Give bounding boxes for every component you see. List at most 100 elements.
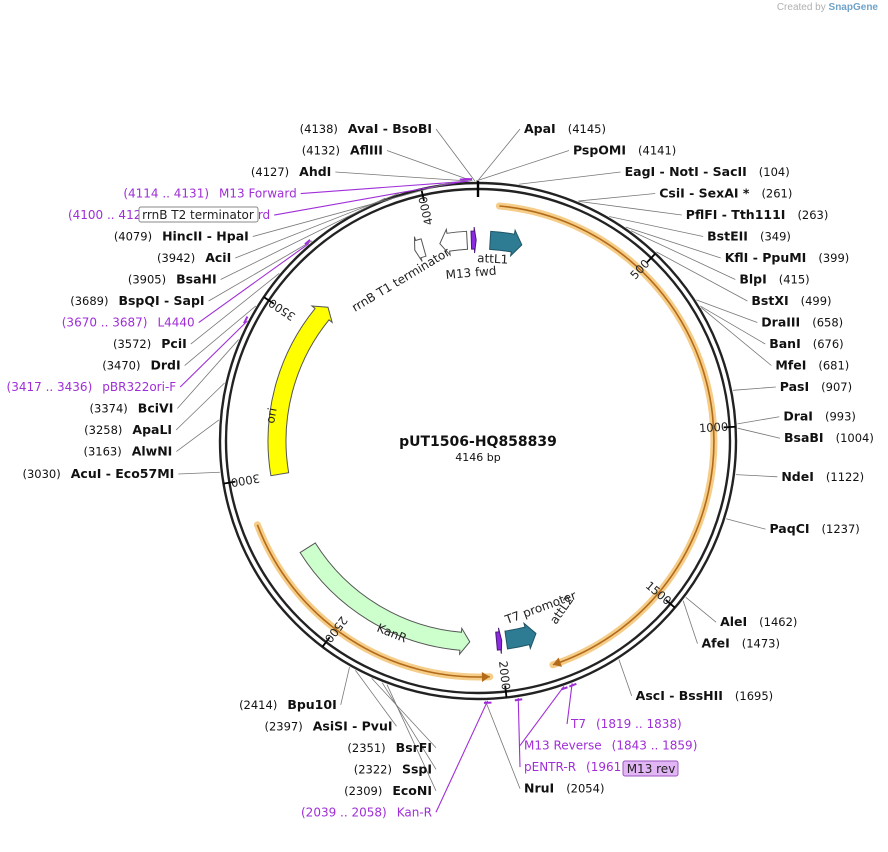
primer-label[interactable]: (3670 .. 3687)L4440 bbox=[62, 316, 195, 330]
enzyme-label[interactable]: DraI(993) bbox=[783, 409, 856, 424]
enzyme-position: (3163) bbox=[83, 445, 121, 459]
enzyme-position: (1122) bbox=[826, 470, 864, 484]
primer-leader bbox=[519, 686, 565, 746]
enzyme-position: (1473) bbox=[742, 637, 780, 651]
primer-label[interactable]: (4114 .. 4131) M13 Forward bbox=[123, 187, 296, 201]
enzyme-leader bbox=[625, 226, 721, 259]
enzyme-leader bbox=[618, 659, 633, 696]
enzyme-label[interactable]: ApaI(4145) bbox=[524, 121, 606, 136]
primer-site bbox=[561, 686, 568, 691]
rrnb-t2-label[interactable]: rrnB T2 terminator bbox=[142, 208, 254, 222]
primer-label[interactable]: (3417 .. 3436)pBR322ori-F bbox=[7, 380, 177, 394]
primer-range: (4114 .. 4131) bbox=[123, 187, 209, 201]
enzyme-text: (4079)HincII - HpaI bbox=[114, 229, 249, 244]
enzyme-text: (4132)AflIII bbox=[302, 143, 383, 158]
enzyme-label[interactable]: AfeI(1473) bbox=[701, 636, 780, 651]
enzyme-text: (2397)AsiSI - PvuI bbox=[264, 718, 392, 733]
enzyme-label[interactable]: (4132)AflIII bbox=[302, 143, 383, 158]
attl1-feature[interactable] bbox=[489, 228, 523, 258]
primer-site bbox=[514, 698, 523, 702]
attl2-feature[interactable] bbox=[504, 621, 537, 651]
primer-label[interactable]: M13 Reverse(1843 .. 1859) bbox=[524, 739, 697, 753]
enzyme-label[interactable]: CsiI - SexAI *(261) bbox=[659, 186, 792, 201]
enzyme-position: (415) bbox=[779, 273, 810, 287]
enzyme-label[interactable]: (3163) AlwNI bbox=[83, 444, 172, 459]
enzyme-name: AvaI - BsoBI bbox=[348, 121, 432, 136]
enzyme-label[interactable]: PflFI - Tth111I(263) bbox=[686, 207, 829, 222]
rrnb-t2-feature[interactable] bbox=[413, 236, 427, 262]
enzyme-label[interactable]: PspOMI(4141) bbox=[573, 143, 676, 158]
enzyme-leader bbox=[518, 171, 621, 185]
enzyme-label[interactable]: BsaBI(1004) bbox=[784, 430, 874, 445]
enzyme-label[interactable]: PasI(907) bbox=[780, 379, 852, 394]
enzyme-label[interactable]: (3374)BciVI bbox=[90, 401, 174, 416]
enzyme-leader bbox=[175, 382, 225, 431]
primer-site bbox=[304, 239, 311, 246]
enzyme-label[interactable]: (3905)BsaHI bbox=[128, 272, 217, 287]
enzyme-label[interactable]: (3572)PciI bbox=[113, 336, 187, 351]
enzyme-text: (3258)ApaLI bbox=[84, 422, 172, 437]
enzyme-label[interactable]: (4079)HincII - HpaI bbox=[114, 229, 249, 244]
ori-feature[interactable] bbox=[267, 305, 334, 477]
enzyme-name: EcoNI bbox=[392, 783, 432, 798]
enzyme-name: MfeI bbox=[775, 358, 806, 373]
primer-name: M13 Forward bbox=[219, 187, 297, 201]
enzyme-label[interactable]: PaqCI(1237) bbox=[769, 521, 859, 536]
enzyme-position: (263) bbox=[797, 208, 828, 222]
enzyme-label[interactable]: (3258)ApaLI bbox=[84, 422, 172, 437]
enzyme-label[interactable]: (3470)DrdI bbox=[102, 358, 180, 373]
enzyme-text: PflFI - Tth111I(263) bbox=[686, 207, 829, 222]
enzyme-label[interactable]: (3689)BspQI - SapI bbox=[70, 293, 204, 308]
enzyme-label[interactable]: DraIII(658) bbox=[761, 315, 843, 330]
enzyme-label[interactable]: (3030)AcuI - Eco57MI bbox=[22, 466, 174, 481]
enzyme-label[interactable]: BstXI(499) bbox=[751, 293, 831, 308]
enzyme-label[interactable]: AleI(1462) bbox=[720, 614, 797, 629]
primer-label[interactable]: (2039 .. 2058)Kan-R bbox=[301, 805, 432, 819]
ori-label[interactable]: ori bbox=[263, 407, 279, 425]
primer-range: (1843 .. 1859) bbox=[612, 739, 698, 753]
enzyme-label[interactable]: BlpI(415) bbox=[739, 272, 809, 287]
enzyme-label[interactable]: KflI - PpuMI(399) bbox=[725, 250, 850, 265]
enzyme-leader bbox=[208, 240, 313, 302]
enzyme-position: (2322) bbox=[354, 762, 392, 776]
enzyme-label[interactable]: AscI - BssHII(1695) bbox=[636, 688, 774, 703]
m13-rev-box bbox=[622, 760, 679, 777]
rrnb-t1-label[interactable]: rrnB T1 terminator bbox=[349, 245, 452, 315]
enzyme-name: AcuI - Eco57MI bbox=[71, 466, 175, 481]
primer-text: (2039 .. 2058)Kan-R bbox=[301, 805, 432, 819]
enzyme-name: NdeI bbox=[781, 469, 814, 484]
plasmid-size: 4146 bp bbox=[455, 451, 500, 464]
leader-lines bbox=[175, 128, 781, 813]
enzyme-text: (4127)AhdI bbox=[251, 164, 331, 179]
enzyme-label[interactable]: (2414)Bpu10I bbox=[239, 697, 337, 712]
kan_arc-arrowhead bbox=[481, 671, 490, 682]
enzyme-name: AlwNI bbox=[132, 444, 173, 459]
enzyme-leader bbox=[609, 216, 704, 237]
m13-rev-label[interactable]: M13 rev bbox=[627, 762, 676, 776]
enzyme-label[interactable]: (2322)SspI bbox=[354, 761, 432, 776]
attl1-label[interactable]: attL1 bbox=[477, 251, 509, 267]
m13-fwd-feature[interactable] bbox=[470, 226, 477, 254]
enzyme-text: PasI(907) bbox=[780, 379, 852, 394]
enzyme-label[interactable]: BstEII(349) bbox=[707, 229, 791, 244]
enzyme-label[interactable]: NdeI (1122) bbox=[781, 469, 864, 484]
enzyme-leader bbox=[656, 251, 748, 302]
enzyme-label[interactable]: (4127)AhdI bbox=[251, 164, 331, 179]
enzyme-text: (3470)DrdI bbox=[102, 358, 180, 373]
enzyme-text: ApaI(4145) bbox=[524, 121, 606, 136]
rrnb-t1-feature[interactable] bbox=[439, 227, 469, 257]
enzyme-name: AleI bbox=[720, 614, 747, 629]
enzyme-label[interactable]: MfeI(681) bbox=[775, 358, 849, 373]
enzyme-label[interactable]: EagI - NotI - SacII(104) bbox=[625, 164, 790, 179]
enzyme-label[interactable]: (2309)EcoNI bbox=[344, 783, 432, 798]
enzyme-label[interactable]: (2397)AsiSI - PvuI bbox=[264, 718, 392, 733]
kanr-feature[interactable] bbox=[299, 542, 471, 656]
enzyme-label[interactable]: (4138)AvaI - BsoBI bbox=[300, 121, 432, 136]
t7-promoter-feature[interactable] bbox=[495, 627, 503, 654]
enzyme-label[interactable]: BanI(676) bbox=[769, 336, 843, 351]
primer-label[interactable]: T7(1819 .. 1838) bbox=[570, 717, 682, 731]
enzyme-label[interactable]: (3942)AciI bbox=[157, 250, 231, 265]
enzyme-label[interactable]: (2351)BsrFI bbox=[347, 740, 432, 755]
m13-fwd-label[interactable]: M13 fwd bbox=[445, 264, 497, 282]
enzyme-label[interactable]: NruI(2054) bbox=[524, 781, 604, 796]
